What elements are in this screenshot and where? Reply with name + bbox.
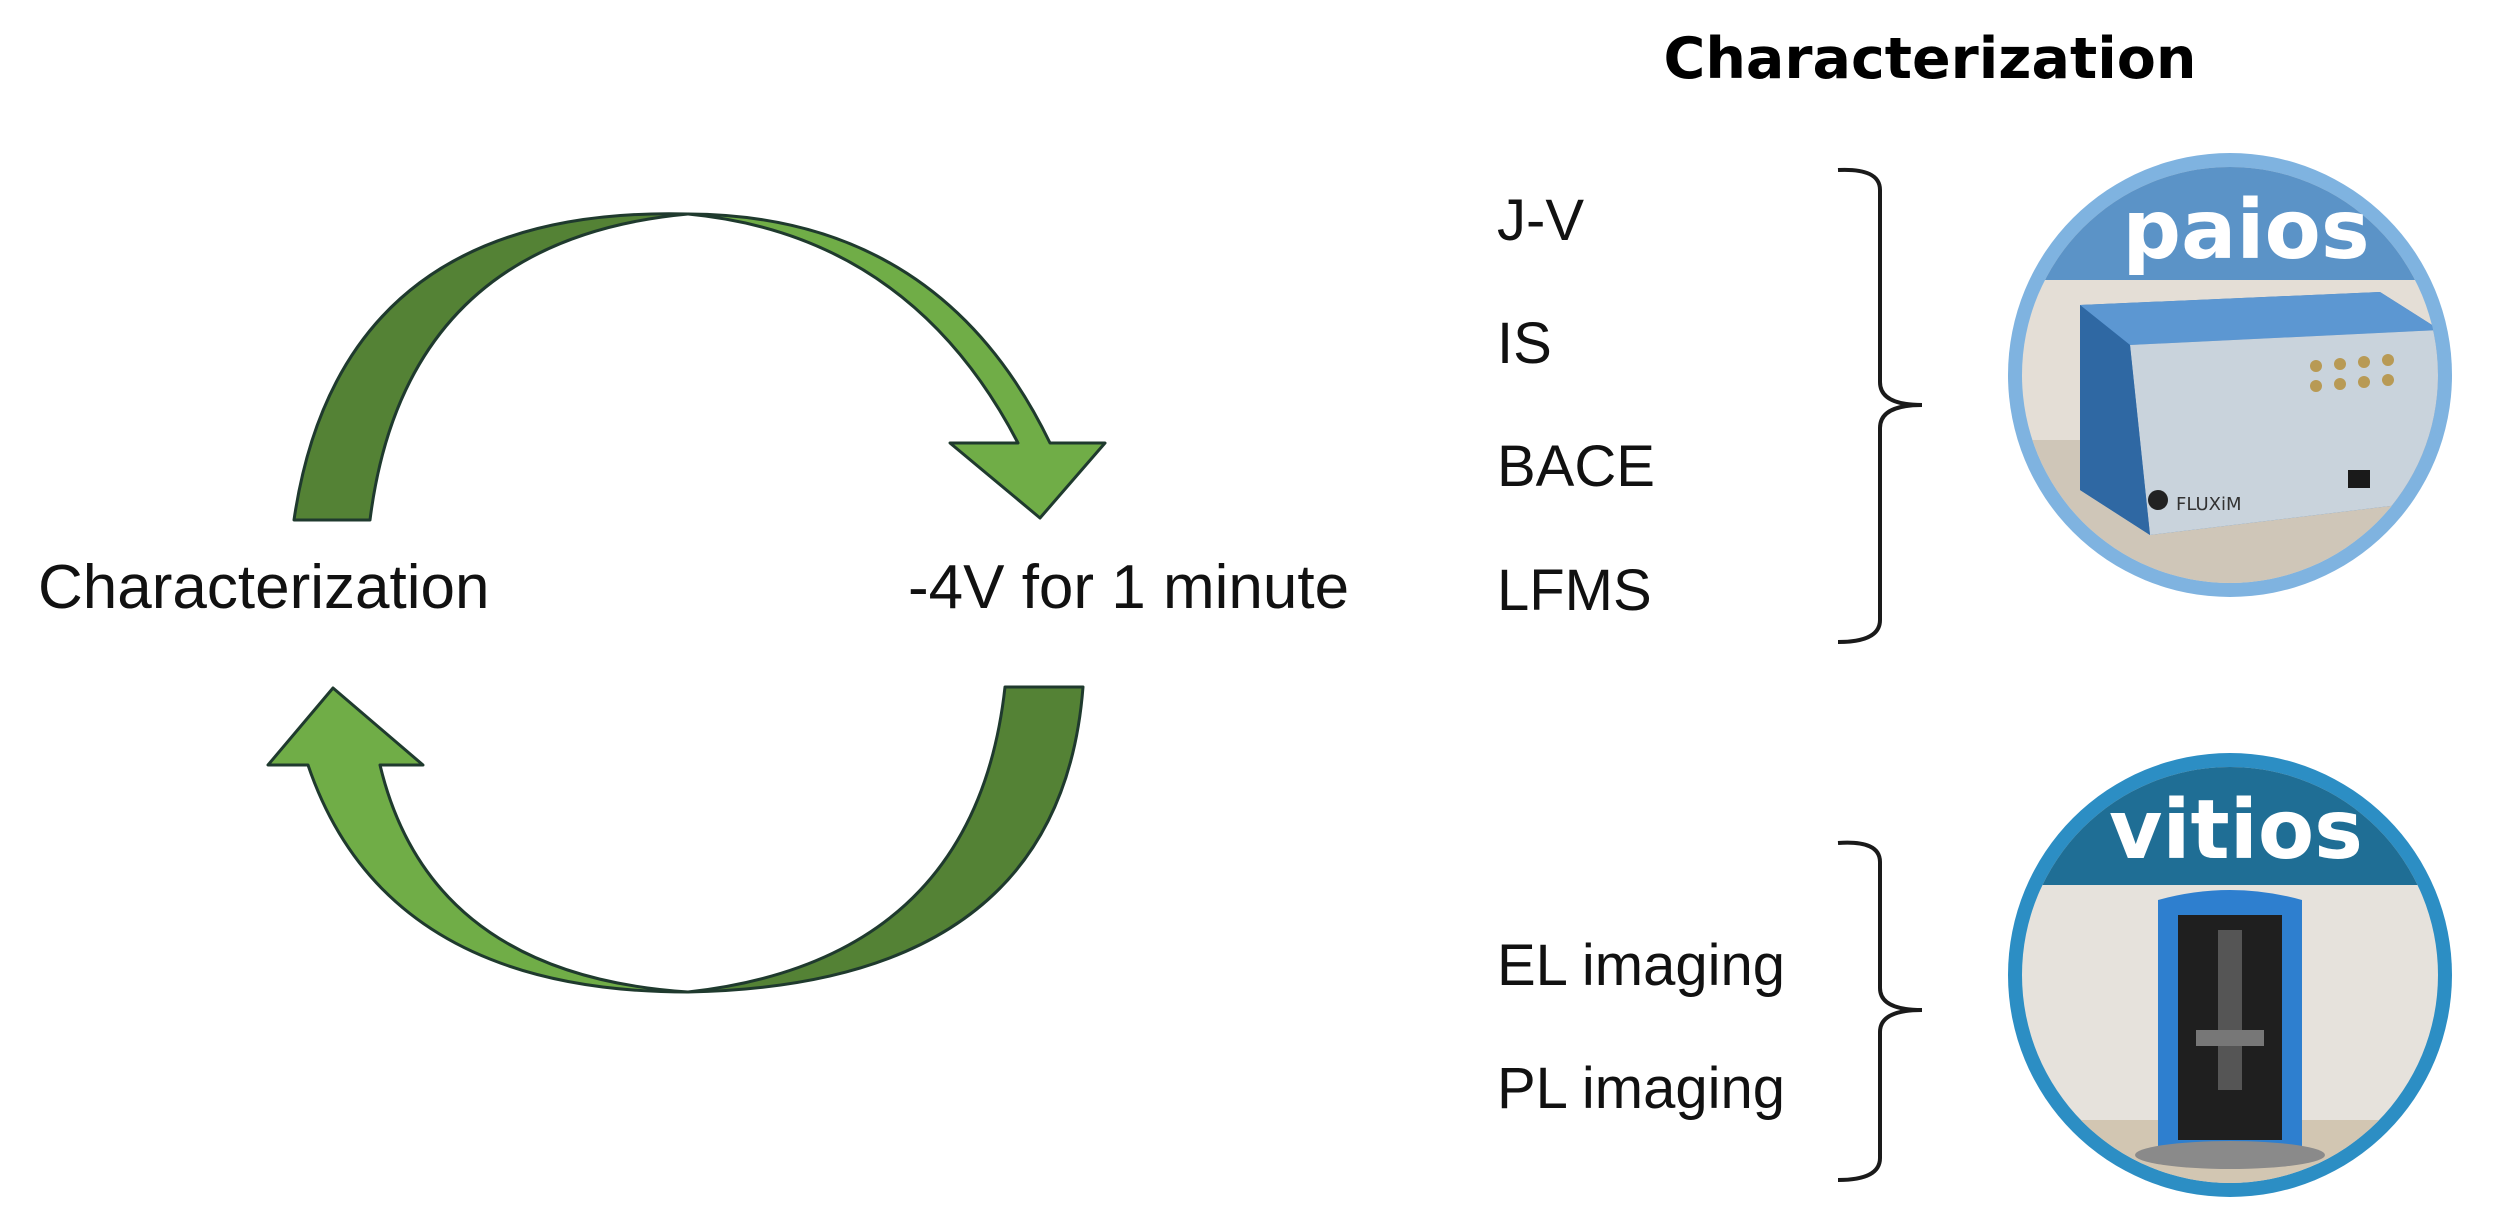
vitios-badge-label: vitios xyxy=(2109,783,2363,878)
top-arrow-dark-segment xyxy=(292,212,690,522)
list-item: PL imaging xyxy=(1497,1056,1785,1121)
list-item: LFMS xyxy=(1497,558,1652,623)
list-item: BACE xyxy=(1497,434,1655,499)
list-item: J-V xyxy=(1497,188,1584,253)
paios-badge-label: paios xyxy=(2122,183,2369,278)
list-item: EL imaging xyxy=(1497,933,1785,998)
vitios-bracket xyxy=(1837,840,1923,1182)
vitios-measurement-list: EL imaging PL imaging xyxy=(1497,933,1785,1121)
top-arrow-light-segment xyxy=(686,212,1107,520)
bottom-arrow-dark-segment xyxy=(686,685,1085,994)
paios-device-badge: FLUXiM paios xyxy=(2008,153,2452,597)
section-heading: Characterization xyxy=(1664,26,2197,92)
device-brand-label: FLUXiM xyxy=(2176,494,2242,515)
bottom-arrow-light-segment xyxy=(266,686,690,994)
cycle-left-label: Characterization xyxy=(38,553,489,622)
paios-measurement-list: J-V IS BACE LFMS xyxy=(1497,188,1655,623)
paios-bracket xyxy=(1837,167,1923,644)
cycle-right-label: -4V for 1 minute xyxy=(908,553,1349,622)
list-item: IS xyxy=(1497,311,1552,376)
vitios-device-badge: vitios xyxy=(2008,753,2452,1197)
cycle-arrows xyxy=(266,212,1107,994)
